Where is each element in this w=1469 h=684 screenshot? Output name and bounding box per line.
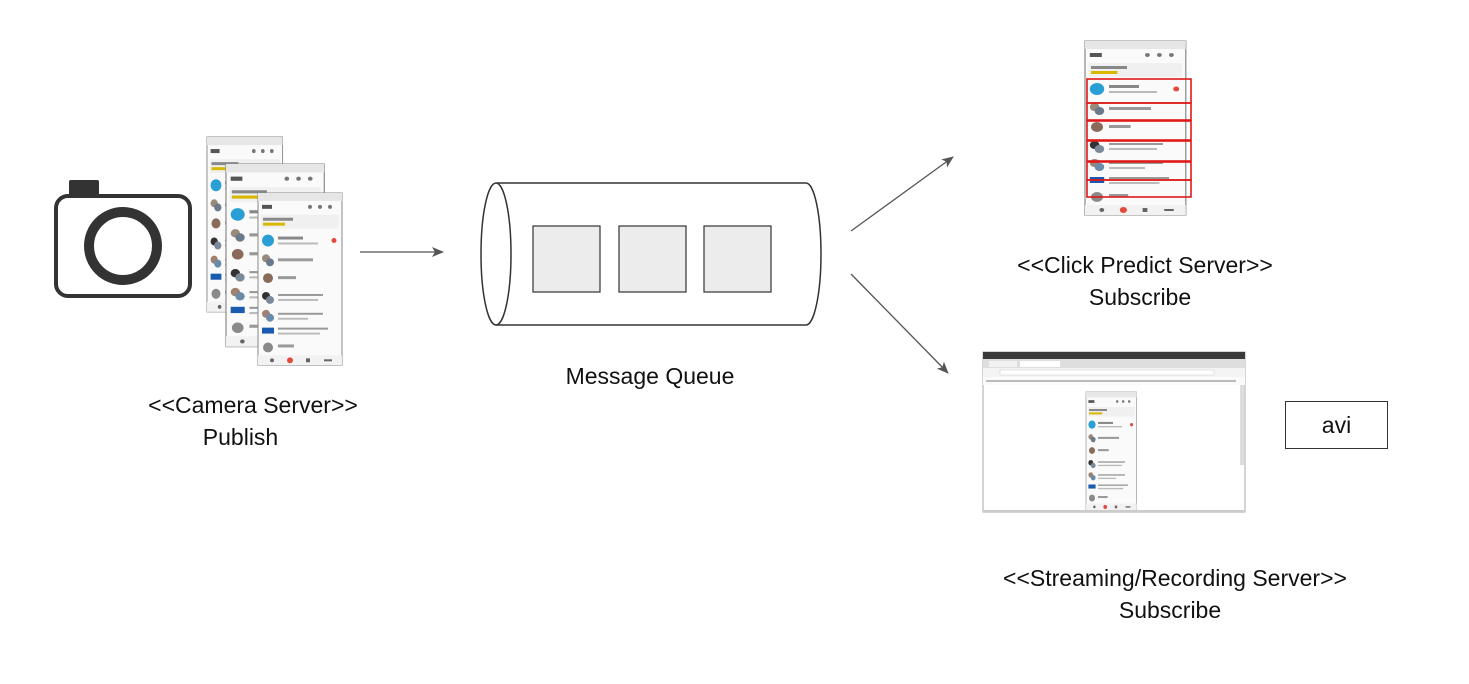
message-queue-cylinder (480, 182, 822, 326)
queue-message-1 (532, 225, 601, 293)
predicted-click-region (1086, 120, 1192, 141)
click-predict-server-title: <<Click Predict Server>> (1017, 252, 1273, 278)
click-predict-screen (1084, 40, 1192, 216)
camera-icon (54, 180, 192, 298)
predicted-click-region (1086, 140, 1192, 162)
camera-server-label: <<Camera Server>> Publish (93, 389, 413, 453)
camera-server-role: Publish (202, 424, 279, 450)
predicted-click-region (1086, 102, 1192, 121)
published-frames (206, 136, 343, 366)
queue-message-2 (618, 225, 687, 293)
streaming-server-title: <<Streaming/Recording Server>> (1003, 565, 1347, 591)
avi-output-box: avi (1285, 401, 1388, 449)
click-predict-server-label: <<Click Predict Server>> Subscribe (985, 249, 1305, 313)
subscribe-arrow-click-predict (850, 156, 954, 232)
streaming-browser-window (982, 351, 1246, 513)
camera-server-title: <<Camera Server>> (148, 392, 358, 418)
message-queue-label: Message Queue (530, 360, 770, 392)
queue-message-3 (703, 225, 772, 293)
subscribe-arrow-streaming (850, 273, 949, 374)
streaming-server-role: Subscribe (1118, 597, 1222, 623)
streaming-server-label: <<Streaming/Recording Server>> Subscribe (935, 562, 1415, 626)
message-queue-title: Message Queue (565, 363, 735, 389)
predicted-click-region (1086, 179, 1192, 198)
avi-output-label: avi (1321, 411, 1352, 438)
click-predict-server-role: Subscribe (1088, 284, 1192, 310)
